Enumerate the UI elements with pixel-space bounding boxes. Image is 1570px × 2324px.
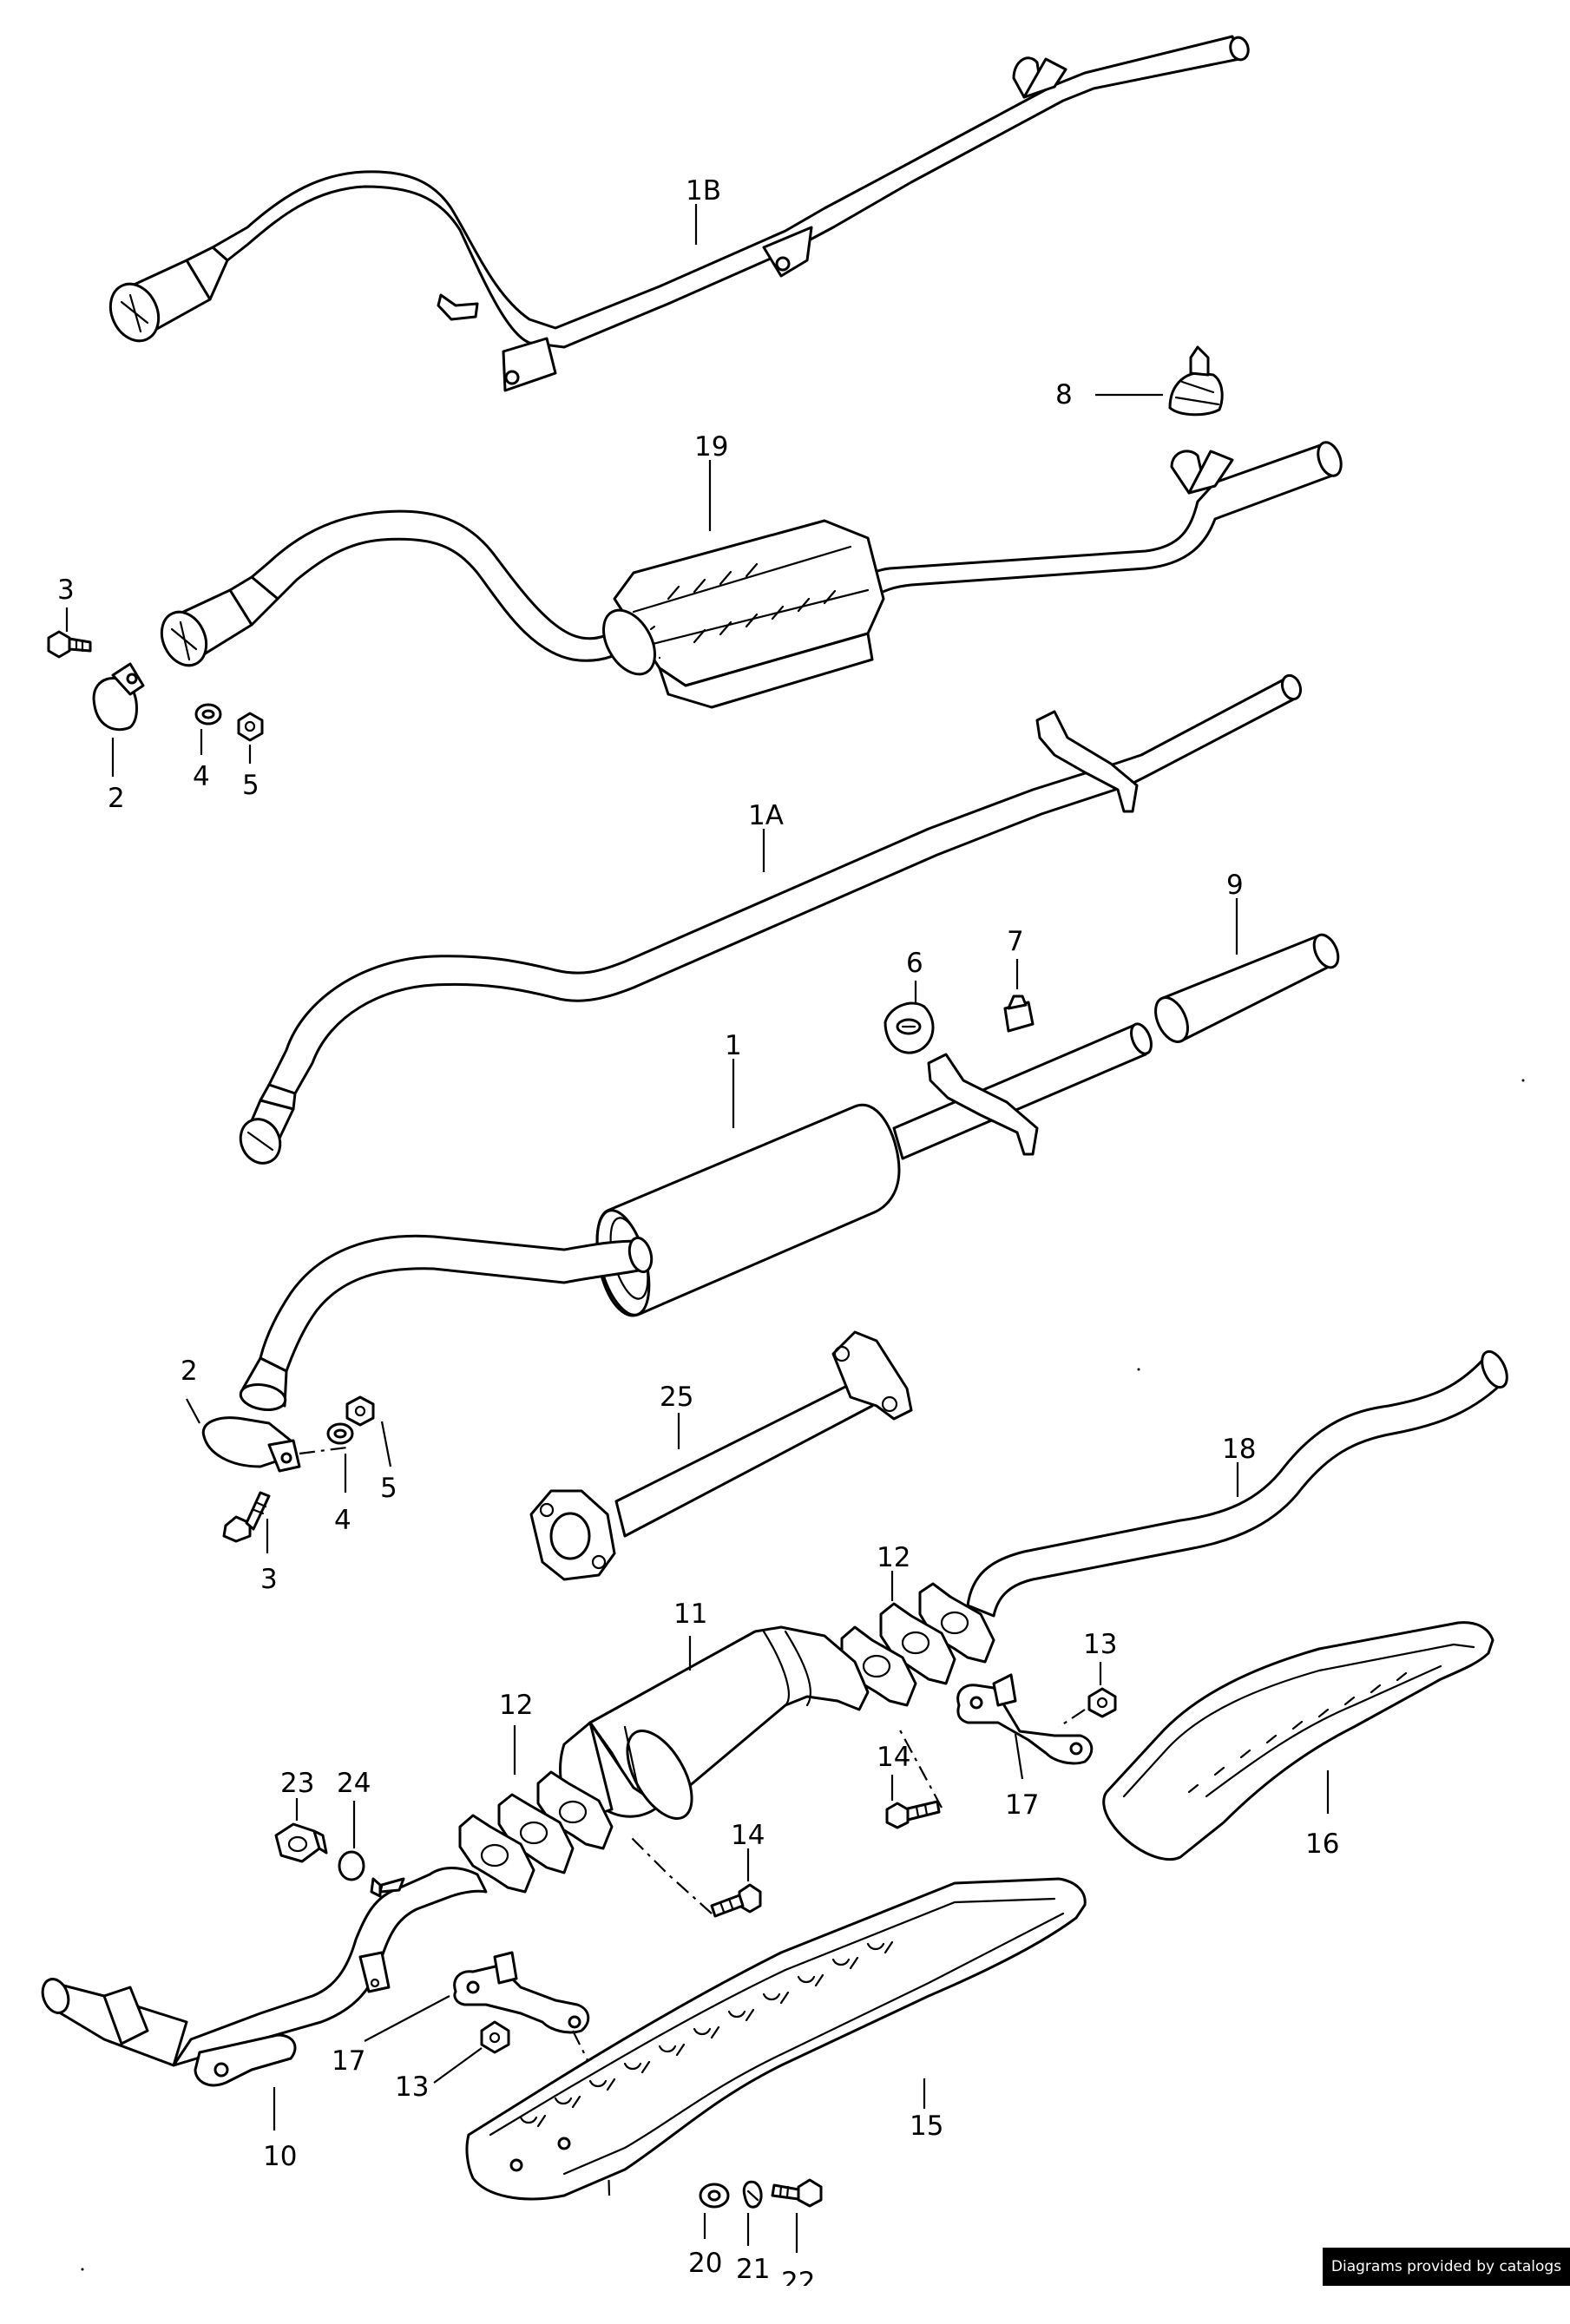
part-25-front-pipe[interactable] (529, 1330, 913, 1581)
label-1b: 1B (686, 175, 721, 207)
label-10: 10 (263, 2141, 297, 2172)
part-1-rear-muffler[interactable] (239, 1021, 1155, 1414)
label-22: 22 (781, 2267, 815, 2286)
part-17-bracket-upper[interactable] (956, 1673, 1094, 1765)
part-2-clamp-mid[interactable] (201, 1416, 301, 1473)
label-23: 23 (280, 1768, 314, 1799)
label-7: 7 (1007, 926, 1024, 957)
label-6: 6 (906, 948, 923, 979)
part-13-nut-lower[interactable] (480, 2020, 510, 2054)
part-18-exhaust-pipe[interactable] (966, 1348, 1512, 1618)
part-16-heat-shield-upper[interactable] (1102, 1621, 1494, 1861)
label-17-upper: 17 (1005, 1789, 1039, 1821)
label-1a: 1A (748, 800, 784, 831)
label-19: 19 (694, 431, 728, 463)
part-3-bolt-top[interactable] (47, 630, 92, 659)
label-2-mid: 2 (181, 1356, 198, 1387)
diagram-credit-badge: Diagrams provided by catalogs parts (1323, 2248, 1570, 2314)
part-5-nut-top[interactable] (237, 712, 264, 742)
label-5-mid: 5 (380, 1473, 397, 1504)
label-25: 25 (660, 1382, 693, 1413)
label-18: 18 (1222, 1434, 1256, 1465)
part-8-rubber-mounting[interactable] (1168, 345, 1224, 417)
part-11-catalytic-converter[interactable] (559, 1625, 870, 1828)
part-14-bolt-lower[interactable] (710, 1883, 762, 1918)
part-7-rubber-buffer[interactable] (1003, 995, 1035, 1033)
label-4-mid: 4 (334, 1505, 351, 1536)
label-11: 11 (673, 1599, 707, 1630)
part-1a-tail-pipe[interactable] (233, 673, 1304, 1169)
label-3-mid: 3 (260, 1564, 278, 1595)
part-15-heat-shield-lower[interactable] (465, 1877, 1087, 2201)
part-14-bolt-upper[interactable] (885, 1800, 941, 1829)
part-4-lock-washer-top[interactable] (194, 703, 222, 725)
part-20-washer[interactable] (699, 2183, 730, 2209)
part-12-gasket-lower[interactable] (458, 1770, 614, 1894)
part-10-front-exhaust-pipe[interactable] (38, 1867, 488, 2087)
label-20: 20 (688, 2248, 722, 2279)
part-6-rubber-ring[interactable] (884, 1001, 935, 1054)
part-2-clamp-top[interactable] (92, 662, 145, 732)
part-17-bracket-lower[interactable] (453, 1951, 590, 2034)
part-13-nut-right[interactable] (1087, 1687, 1117, 1718)
label-13-right: 13 (1083, 1629, 1117, 1660)
label-12-upper: 12 (877, 1542, 910, 1573)
label-24: 24 (337, 1768, 371, 1799)
part-22-bolt[interactable] (771, 2178, 823, 2208)
label-12-lower: 12 (499, 1690, 533, 1721)
label-9: 9 (1226, 870, 1244, 901)
part-19-intermediate-pipe-muffler[interactable] (154, 439, 1345, 709)
part-24-seal-ring[interactable] (338, 1850, 365, 1881)
part-12-gasket-upper[interactable] (840, 1582, 995, 1707)
label-13-lower: 13 (395, 2071, 429, 2103)
label-2-top: 2 (108, 783, 125, 814)
label-8: 8 (1055, 379, 1073, 410)
part-23-nut[interactable] (274, 1822, 328, 1863)
part-9-connecting-sleeve[interactable] (1149, 931, 1343, 1047)
label-16: 16 (1305, 1828, 1339, 1860)
label-1: 1 (725, 1030, 742, 1061)
label-14-upper: 14 (877, 1742, 910, 1773)
label-5-top: 5 (242, 770, 259, 801)
label-17-lower: 17 (332, 2045, 365, 2077)
part-3-bolt-mid[interactable] (222, 1491, 271, 1543)
label-4-top: 4 (193, 761, 210, 792)
label-3-top: 3 (57, 574, 75, 606)
part-1b-tail-pipe[interactable] (102, 35, 1251, 392)
part-21-spring-washer[interactable] (742, 2180, 763, 2209)
label-14-lower: 14 (731, 1820, 765, 1851)
part-5-nut-mid[interactable] (345, 1395, 375, 1427)
label-15: 15 (910, 2111, 943, 2142)
part-4-lock-washer-mid[interactable] (326, 1422, 354, 1445)
label-21: 21 (736, 2254, 770, 2285)
